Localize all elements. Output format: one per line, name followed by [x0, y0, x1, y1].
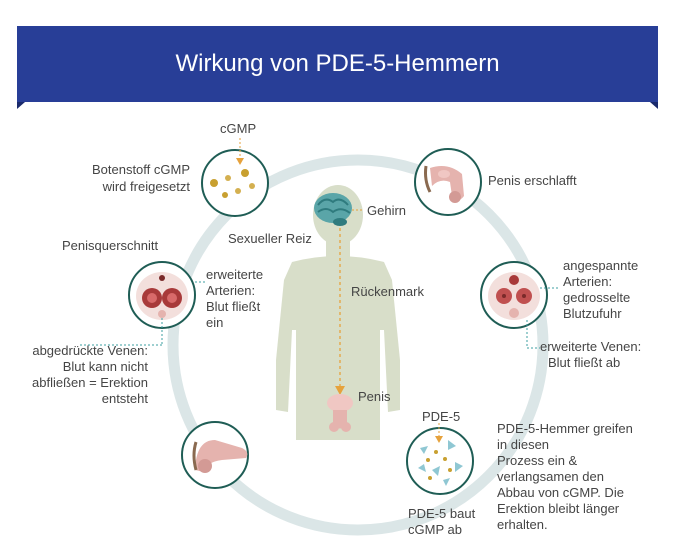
label-pde5: PDE-5: [422, 409, 461, 424]
label-pde5-baut-line1: PDE-5 baut: [408, 506, 476, 521]
node-penis-flaccid: [414, 148, 482, 216]
label-hemmer-line3: Prozess ein &: [497, 453, 578, 468]
label-abgedrueckt-line2: Blut kann nicht: [62, 359, 148, 374]
label-erweiterte-arterien-line1: erweiterte: [206, 267, 264, 282]
label-rueckenmark: Rückenmark: [351, 284, 424, 299]
label-erweiterte-venen-line2: Blut fließt ab: [548, 355, 621, 370]
label-botenstoff-line2: wird freigesetzt: [102, 179, 190, 194]
label-angespannte-line2: Arterien:: [563, 274, 613, 289]
node-penis-cross-section-right: [480, 261, 548, 329]
label-abgedrueckt-line3: abfließen = Erektion: [32, 375, 148, 390]
label-hemmer-line7: erhalten.: [497, 517, 548, 532]
node-pde5: [406, 427, 474, 495]
label-sexueller-reiz: Sexueller Reiz: [228, 231, 312, 246]
label-hemmer-line5: Abbau von cGMP. Die: [497, 485, 624, 500]
signal-arrow-icon: [335, 386, 345, 395]
label-abgedrueckt-line1: abgedrückte Venen:: [32, 343, 148, 358]
label-penis-erschlafft: Penis erschlafft: [488, 173, 577, 188]
label-erweiterte-arterien-line4: ein: [206, 315, 224, 330]
label-angespannte-line3: gedrosselte: [563, 290, 631, 305]
label-erweiterte-venen-line1: erweiterte Venen:: [540, 339, 642, 354]
label-hemmer-line2: in diesen: [497, 437, 550, 452]
label-penis: Penis: [358, 389, 391, 404]
banner-fold-left: [17, 102, 25, 109]
label-cgmp: cGMP: [220, 121, 257, 136]
page-title: Wirkung von PDE-5-Hemmern: [175, 50, 500, 77]
pde5-arrow-icon: [435, 436, 443, 443]
label-angespannte-line4: Blutzufuhr: [563, 306, 622, 321]
label-penisquerschnitt: Penisquerschnitt: [62, 238, 159, 253]
label-botenstoff-line1: Botenstoff cGMP: [91, 162, 190, 177]
label-pde5-baut-line2: cGMP ab: [408, 522, 462, 537]
title-banner: Wirkung von PDE-5-Hemmern: [17, 26, 658, 102]
label-hemmer-line1: PDE-5-Hemmer greifen: [497, 421, 633, 436]
cycle-ring: [167, 154, 549, 536]
label-angespannte-line1: angespannte: [563, 258, 639, 273]
label-gehirn: Gehirn: [367, 203, 407, 218]
node-penis-erect: [181, 421, 249, 489]
brain-icon: [314, 193, 352, 226]
label-erweiterte-arterien-line2: Arterien:: [206, 283, 256, 298]
label-abgedrueckt-line4: entsteht: [101, 391, 148, 406]
pelvis-organ-icon: [327, 394, 353, 432]
node-cgmp: [201, 149, 269, 217]
label-erweiterte-arterien-line3: Blut fließt: [206, 299, 261, 314]
label-hemmer-line6: Erektion bleibt länger: [497, 501, 620, 516]
cgmp-arrow-icon: [236, 158, 244, 165]
banner-fold-right: [650, 102, 658, 109]
label-hemmer-line4: verlangsamen den: [497, 469, 604, 484]
